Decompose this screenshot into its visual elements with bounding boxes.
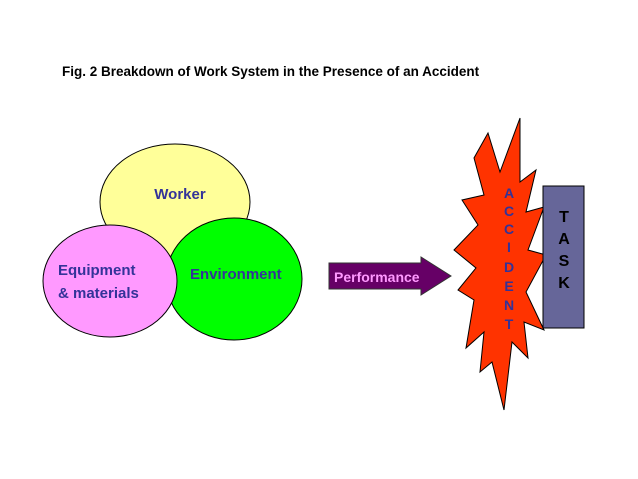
task-box [542, 185, 585, 329]
accident-letter: D [504, 259, 514, 275]
accident-letter: A [504, 185, 514, 201]
task-letters: T A S K [558, 209, 570, 292]
accident-letters: A C C I D E N T [504, 185, 514, 332]
accident-letter: I [507, 239, 511, 255]
accident-letter: C [504, 203, 514, 219]
accident-letter: C [504, 221, 514, 237]
equipment-label-line1: Equipment [58, 262, 136, 279]
accident-burst [453, 117, 547, 411]
task-letter: K [558, 275, 570, 292]
figure-title: Fig. 2 Breakdown of Work System in the P… [62, 64, 480, 79]
accident-letter: E [504, 278, 513, 294]
accident-letter: T [505, 316, 514, 332]
worker-label: Worker [154, 186, 206, 203]
task-letter: T [559, 209, 569, 226]
performance-arrow [328, 256, 452, 296]
performance-label: Performance [334, 269, 420, 285]
environment-label: Environment [190, 266, 282, 283]
task-letter: S [559, 253, 570, 270]
equipment-label-line2: & materials [58, 285, 139, 302]
equipment-circle [42, 224, 178, 338]
task-letter: A [558, 231, 570, 248]
accident-letter: N [504, 297, 514, 313]
